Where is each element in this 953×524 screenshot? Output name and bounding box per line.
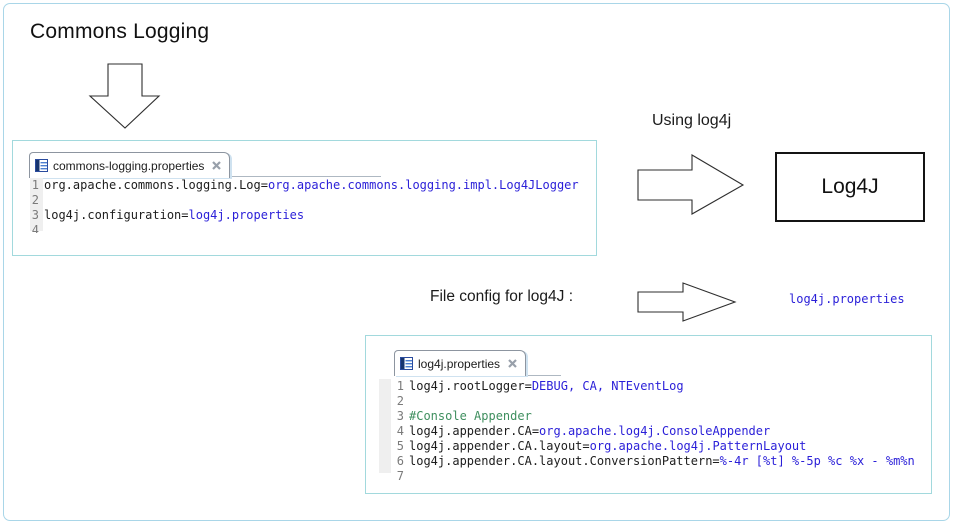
code-line: 1 log4j.rootLogger=DEBUG, CA, NTEventLog bbox=[389, 379, 925, 394]
using-log4j-label: Using log4j bbox=[652, 112, 732, 129]
tab-label: commons-logging.properties bbox=[53, 158, 205, 173]
code-text: log4j.appender.CA=org.apache.log4j.Conso… bbox=[409, 424, 771, 438]
annotation-gutter bbox=[30, 178, 43, 231]
line-number: 4 bbox=[31, 223, 39, 233]
annotation-gutter bbox=[379, 379, 391, 473]
code-line: 4 log4j.appender.CA=org.apache.log4j.Cons… bbox=[389, 424, 925, 439]
line-number: 7 bbox=[396, 469, 404, 483]
code-line: 7 bbox=[389, 469, 925, 484]
line-number: 3 bbox=[396, 409, 404, 423]
line-number: 1 bbox=[31, 178, 39, 192]
line-number: 5 bbox=[396, 439, 404, 453]
tab-label: log4j.properties bbox=[418, 356, 501, 371]
line-number: 2 bbox=[31, 193, 39, 207]
tab-commons-logging-properties[interactable]: commons-logging.properties bbox=[29, 152, 231, 178]
code-text: org.apache.commons.logging.Log=org.apach… bbox=[44, 178, 579, 192]
line-number: 1 bbox=[396, 379, 404, 393]
code-text: log4j.appender.CA.layout.ConversionPatte… bbox=[409, 454, 915, 468]
close-icon[interactable] bbox=[507, 358, 518, 369]
code-text: log4j.appender.CA.layout=org.apache.log4… bbox=[409, 439, 807, 453]
code-text: #Console Appender bbox=[409, 409, 532, 423]
right-arrow-icon bbox=[637, 154, 745, 215]
log4j-properties-reference: log4j.properties bbox=[789, 292, 905, 306]
code-line: 6 log4j.appender.CA.layout.ConversionPatt… bbox=[389, 454, 925, 469]
properties-file-icon bbox=[400, 357, 413, 370]
file-config-label: File config for log4J : bbox=[430, 288, 574, 305]
code-area-log4j-properties[interactable]: 1 log4j.rootLogger=DEBUG, CA, NTEventLog 2… bbox=[389, 379, 925, 485]
code-line: 3 log4j.configuration=log4j.properties bbox=[24, 208, 590, 223]
code-line: 3 #Console Appender bbox=[389, 409, 925, 424]
code-line: 2 bbox=[24, 193, 590, 208]
diagram-title: Commons Logging bbox=[30, 20, 210, 43]
code-area-commons-logging[interactable]: 1 org.apache.commons.logging.Log=org.apac… bbox=[24, 178, 590, 233]
editor-panel-commons-logging: commons-logging.properties 1 org.apache.c… bbox=[12, 140, 597, 256]
editor-panel-log4j-properties: log4j.properties 1 log4j.rootLogger=DEBUG… bbox=[365, 335, 932, 494]
line-number: 3 bbox=[31, 208, 39, 222]
right-arrow-icon bbox=[637, 282, 737, 322]
line-number: 2 bbox=[396, 394, 404, 408]
code-text: log4j.configuration=log4j.properties bbox=[44, 208, 305, 222]
close-icon[interactable] bbox=[211, 160, 222, 171]
code-line: 4 bbox=[24, 223, 590, 233]
code-line: 1 org.apache.commons.logging.Log=org.apac… bbox=[24, 178, 590, 193]
code-text: log4j.rootLogger=DEBUG, CA, NTEventLog bbox=[409, 379, 684, 393]
code-line: 2 bbox=[389, 394, 925, 409]
down-arrow-icon bbox=[88, 63, 161, 129]
code-line: 5 log4j.appender.CA.layout=org.apache.log… bbox=[389, 439, 925, 454]
log4j-node: Log4J bbox=[775, 152, 925, 222]
tab-log4j-properties[interactable]: log4j.properties bbox=[394, 350, 527, 376]
line-number: 6 bbox=[396, 454, 404, 468]
properties-file-icon bbox=[35, 159, 48, 172]
line-number: 4 bbox=[396, 424, 404, 438]
